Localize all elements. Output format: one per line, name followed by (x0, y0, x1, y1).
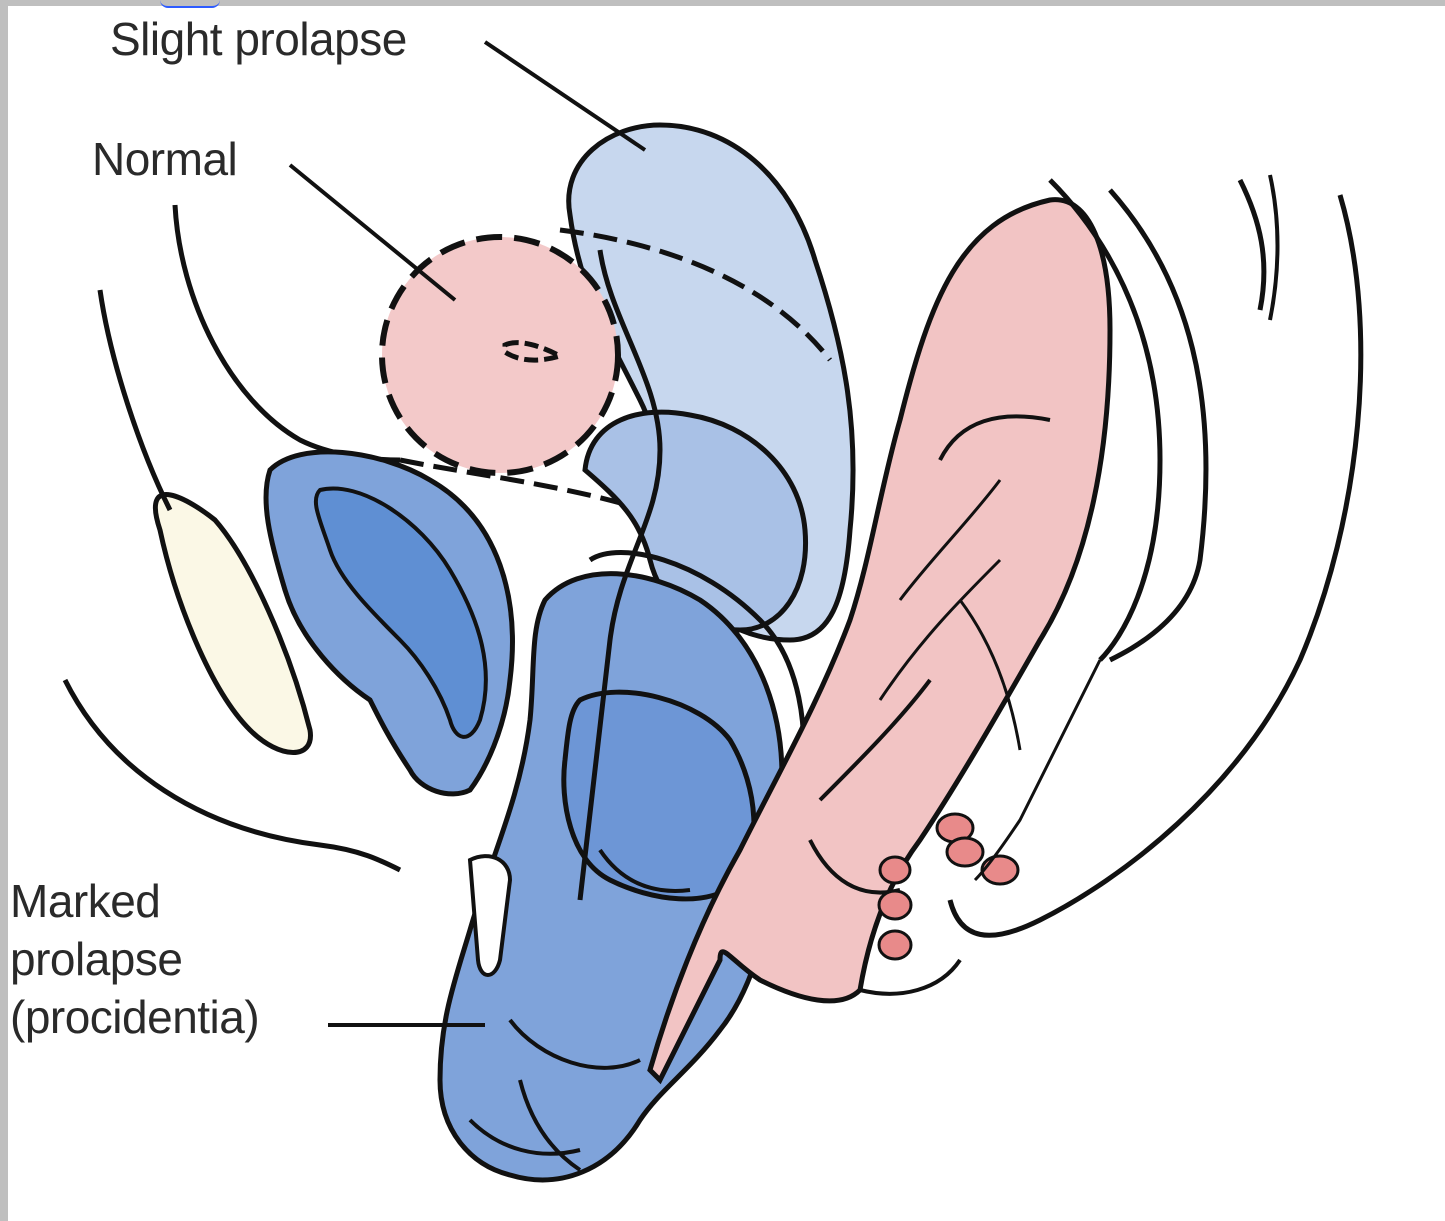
anal-sphincter-3 (982, 856, 1018, 884)
anal-sphincter-5 (879, 891, 911, 919)
marked-prolapse-label-line-3: (procidentia) (10, 988, 259, 1046)
marked-prolapse-label: Marked prolapse (procidentia) (10, 872, 259, 1046)
anal-sphincter-4 (880, 857, 910, 883)
leader-line-normal (290, 165, 455, 300)
sacrum-contour-4 (1270, 175, 1278, 320)
slight-prolapse-label: Slight prolapse (110, 10, 407, 68)
abdominal-contour (175, 205, 400, 460)
anal-sphincter-2 (947, 838, 983, 866)
anterior-wall-contour (100, 290, 170, 510)
normal-label: Normal (92, 130, 237, 188)
anal-sphincter-6 (879, 931, 911, 959)
marked-prolapse-label-line-1: Marked (10, 872, 259, 930)
normal-uterus (382, 237, 618, 473)
posterior-wall-contour (860, 960, 960, 994)
leader-line-slight (485, 42, 645, 150)
sacrum-contour-3 (1240, 180, 1264, 310)
marked-prolapse-label-line-2: prolapse (10, 930, 259, 988)
